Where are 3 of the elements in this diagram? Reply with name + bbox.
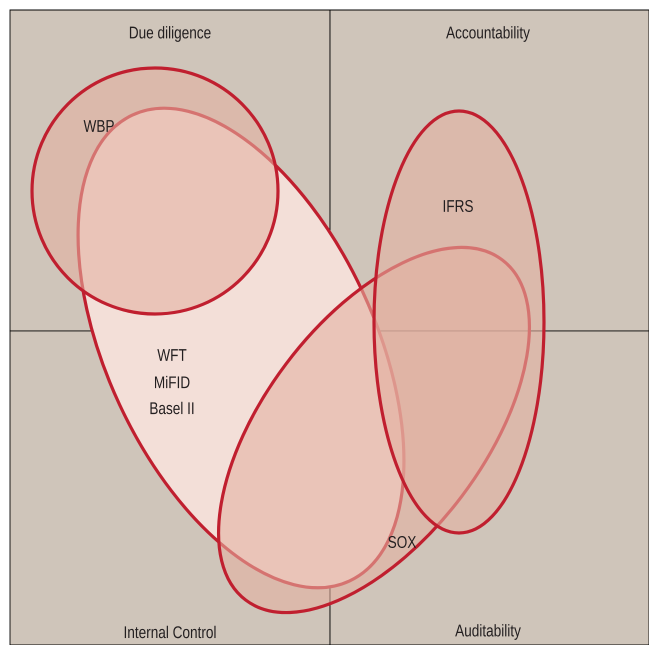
quadrant-label: Internal Control (124, 626, 216, 638)
quadrant-label: Accountability (446, 26, 530, 42)
quadrant-label: Due diligence (130, 26, 211, 42)
